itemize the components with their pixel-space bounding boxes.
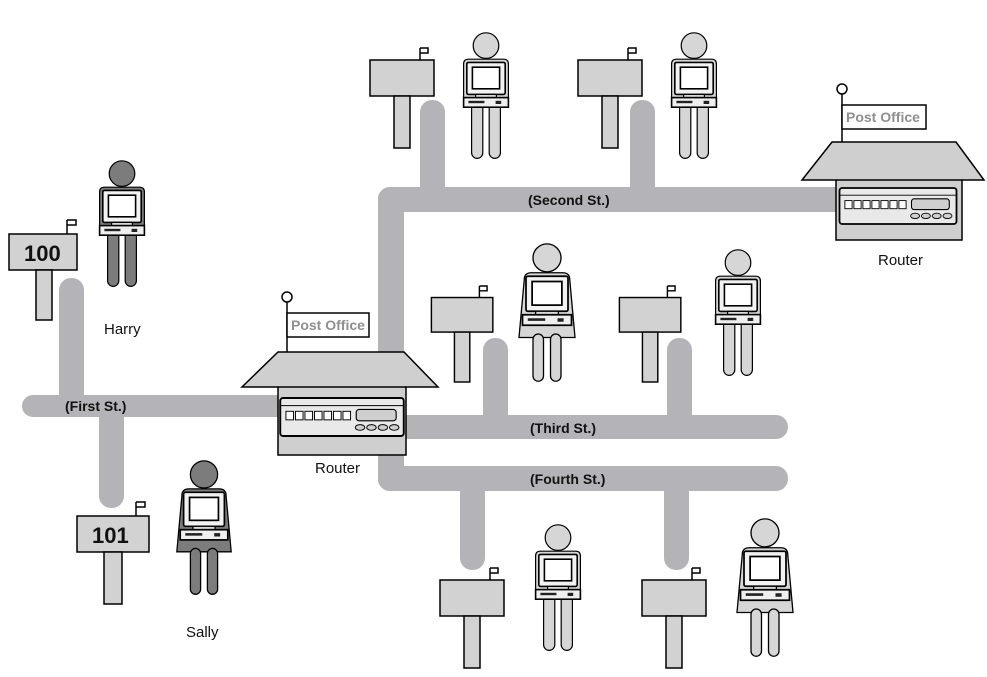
fourth-street-branch-2 (664, 478, 689, 570)
second-street (378, 187, 878, 212)
person-icon (737, 519, 793, 656)
person-icon (519, 244, 575, 381)
mailbox-harry: 100 (8, 219, 78, 321)
post-office-right: Post Office Router (800, 83, 986, 269)
third-street-label: (Third St.) (530, 420, 596, 436)
mailbox-icon (641, 567, 707, 669)
third-street-branch-1 (483, 338, 508, 428)
person-icon (464, 33, 509, 159)
router-center-icon (279, 397, 405, 437)
mailbox-sally: 101 (76, 501, 150, 605)
post-office-right-sign: Post Office (846, 109, 920, 125)
router-right-icon (838, 187, 958, 225)
post-office-center-sign: Post Office (291, 317, 365, 333)
first-street (22, 395, 290, 417)
streets (22, 100, 878, 570)
harry-label: Harry (104, 321, 141, 338)
first-street-branch-harry (59, 278, 84, 408)
post-office-flag-icon: Post Office (281, 291, 370, 352)
first-street-branch-sally (99, 400, 124, 508)
second-street-branch-2 (630, 100, 655, 200)
person-icon (536, 525, 581, 651)
third-street-branch-2 (667, 338, 692, 428)
second-street-branch-1 (420, 100, 445, 200)
harry-person-icon (100, 161, 145, 287)
router-right-label: Router (878, 252, 923, 269)
first-street-label: (First St.) (65, 398, 126, 414)
person-icon (672, 33, 717, 159)
post-office-center: Post Office Router (240, 291, 440, 477)
second-street-label: (Second St.) (528, 192, 610, 208)
mailbox-icon (439, 567, 505, 669)
router-center-label: Router (315, 460, 360, 477)
mailbox-harry-number: 100 (24, 241, 61, 266)
fourth-street-label: (Fourth St.) (530, 471, 605, 487)
fourth-street-branch-1 (460, 478, 485, 570)
mailbox-sally-number: 101 (92, 523, 129, 548)
sally-label: Sally (186, 624, 219, 641)
sally-person-icon (177, 461, 231, 594)
post-office-flag-icon: Post Office (836, 83, 927, 142)
person-icon (716, 250, 761, 376)
